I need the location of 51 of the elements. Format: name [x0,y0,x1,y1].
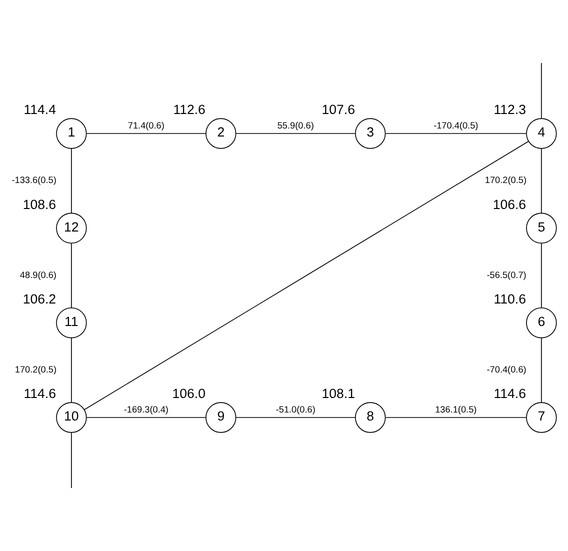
node-circle: 9 [206,402,236,433]
node-circle: 2 [206,118,236,149]
connector [71,337,72,403]
connector [236,133,356,134]
connector [541,148,542,214]
node-label: 106.6 [492,196,526,212]
node-circle: 12 [56,212,87,244]
node-circle: 4 [526,118,557,149]
node-circle: 8 [355,402,386,433]
connector [541,242,542,308]
node-circle: 11 [56,307,87,338]
edge-label: 170.2(0.5) [14,364,57,374]
node-label: 106.2 [22,292,56,307]
node-label: 112.3 [494,102,526,118]
connector [385,417,527,418]
edge-label: 170.2(0.5) [484,175,527,186]
node-label: 108.1 [322,386,355,402]
node-circle: 6 [526,307,557,338]
edge-label: -70.4(0.6) [486,364,526,374]
node-label: 112.6 [173,102,206,118]
edge-label: -51.0(0.6) [276,404,316,414]
connector [385,133,527,134]
connector [541,337,542,403]
edge-label: 136.1(0.5) [435,404,477,414]
edge-label: 71.4(0.6) [128,120,164,130]
connector [71,148,72,214]
connector [86,417,206,418]
node-circle: 10 [56,402,87,433]
edge-label: -133.6(0.5) [12,175,56,186]
node-label: 106.0 [172,386,206,402]
node-label: 107.6 [322,102,355,118]
edge-label: -56.5(0.7) [486,270,526,280]
node-label: 110.6 [494,292,526,307]
node-label: 114.4 [24,102,56,118]
node-circle: 7 [526,402,557,433]
edge-label: 55.9(0.6) [277,120,314,130]
edge-label: 48.9(0.6) [20,270,56,280]
node-label: 108.6 [22,196,56,212]
connector [86,133,206,134]
connector [541,62,542,119]
node-label: 114.6 [24,386,56,402]
connector [236,417,356,418]
node-circle: 3 [355,118,386,149]
connector [84,140,530,410]
connector [71,432,72,488]
node-circle: 5 [526,212,557,244]
connector [71,242,72,308]
edge-label: -169.3(0.4) [124,404,168,414]
node-label: 114.6 [494,386,526,402]
edge-label: -170.4(0.5) [434,120,478,130]
node-circle: 1 [56,118,87,149]
